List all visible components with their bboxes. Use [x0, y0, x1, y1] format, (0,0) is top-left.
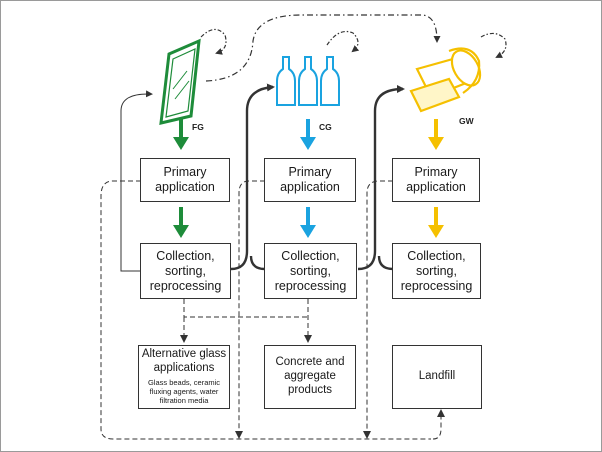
fg-primary-application-text: Primary application — [155, 165, 215, 194]
gw-self-dashdot — [480, 32, 507, 58]
landfill-text: Landfill — [418, 370, 456, 383]
cg-label: CG — [319, 122, 332, 132]
cg-collection-box: Collection, sorting, reprocessing — [264, 243, 357, 299]
gw-collection-box: Collection, sorting, reprocessing — [392, 243, 481, 299]
cg-collection-text: Collection, sorting, reprocessing — [274, 248, 347, 293]
gw-label: GW — [459, 116, 474, 126]
fg-collection-box: Collection, sorting, reprocessing — [140, 243, 231, 299]
fg-to-gw-dashdot — [205, 14, 441, 82]
gw-primary-application-box: Primary application — [392, 158, 480, 202]
alternative-glass-subtitle: Glass beads, ceramic fluxing agents, wat… — [147, 377, 221, 406]
cg-recycle-loop — [249, 255, 266, 271]
gw-collection-link — [377, 255, 394, 271]
fg-self-dashdot — [200, 28, 227, 55]
fg-primary-application-box: Primary application — [140, 158, 230, 202]
cg-self-dashdot — [326, 30, 360, 53]
dashed-arrowheads — [180, 335, 445, 439]
gw-primary-application-text: Primary application — [406, 165, 466, 194]
fg-arrows — [173, 119, 189, 238]
flat-glass-icon — [159, 38, 201, 125]
alternative-glass-title: Alternative glass applications — [141, 348, 227, 374]
alternative-glass-box: Alternative glass applications Glass bea… — [138, 345, 230, 409]
fg-recycle-loop — [120, 90, 153, 272]
concrete-aggregate-box: Concrete and aggregate products — [264, 345, 356, 409]
container-glass-icon — [276, 56, 340, 106]
fg-label: FG — [192, 122, 204, 132]
glass-wool-icon — [409, 47, 482, 113]
concrete-aggregate-text: Concrete and aggregate products — [275, 356, 345, 396]
gw-collection-text: Collection, sorting, reprocessing — [400, 248, 473, 293]
dashed-flows — [100, 180, 442, 440]
cg-primary-application-box: Primary application — [264, 158, 356, 202]
cg-arrows — [300, 119, 316, 238]
fg-collection-text: Collection, sorting, reprocessing — [149, 248, 222, 293]
cg-primary-application-text: Primary application — [280, 165, 340, 194]
gw-arrows — [428, 119, 444, 238]
landfill-box: Landfill — [392, 345, 482, 409]
